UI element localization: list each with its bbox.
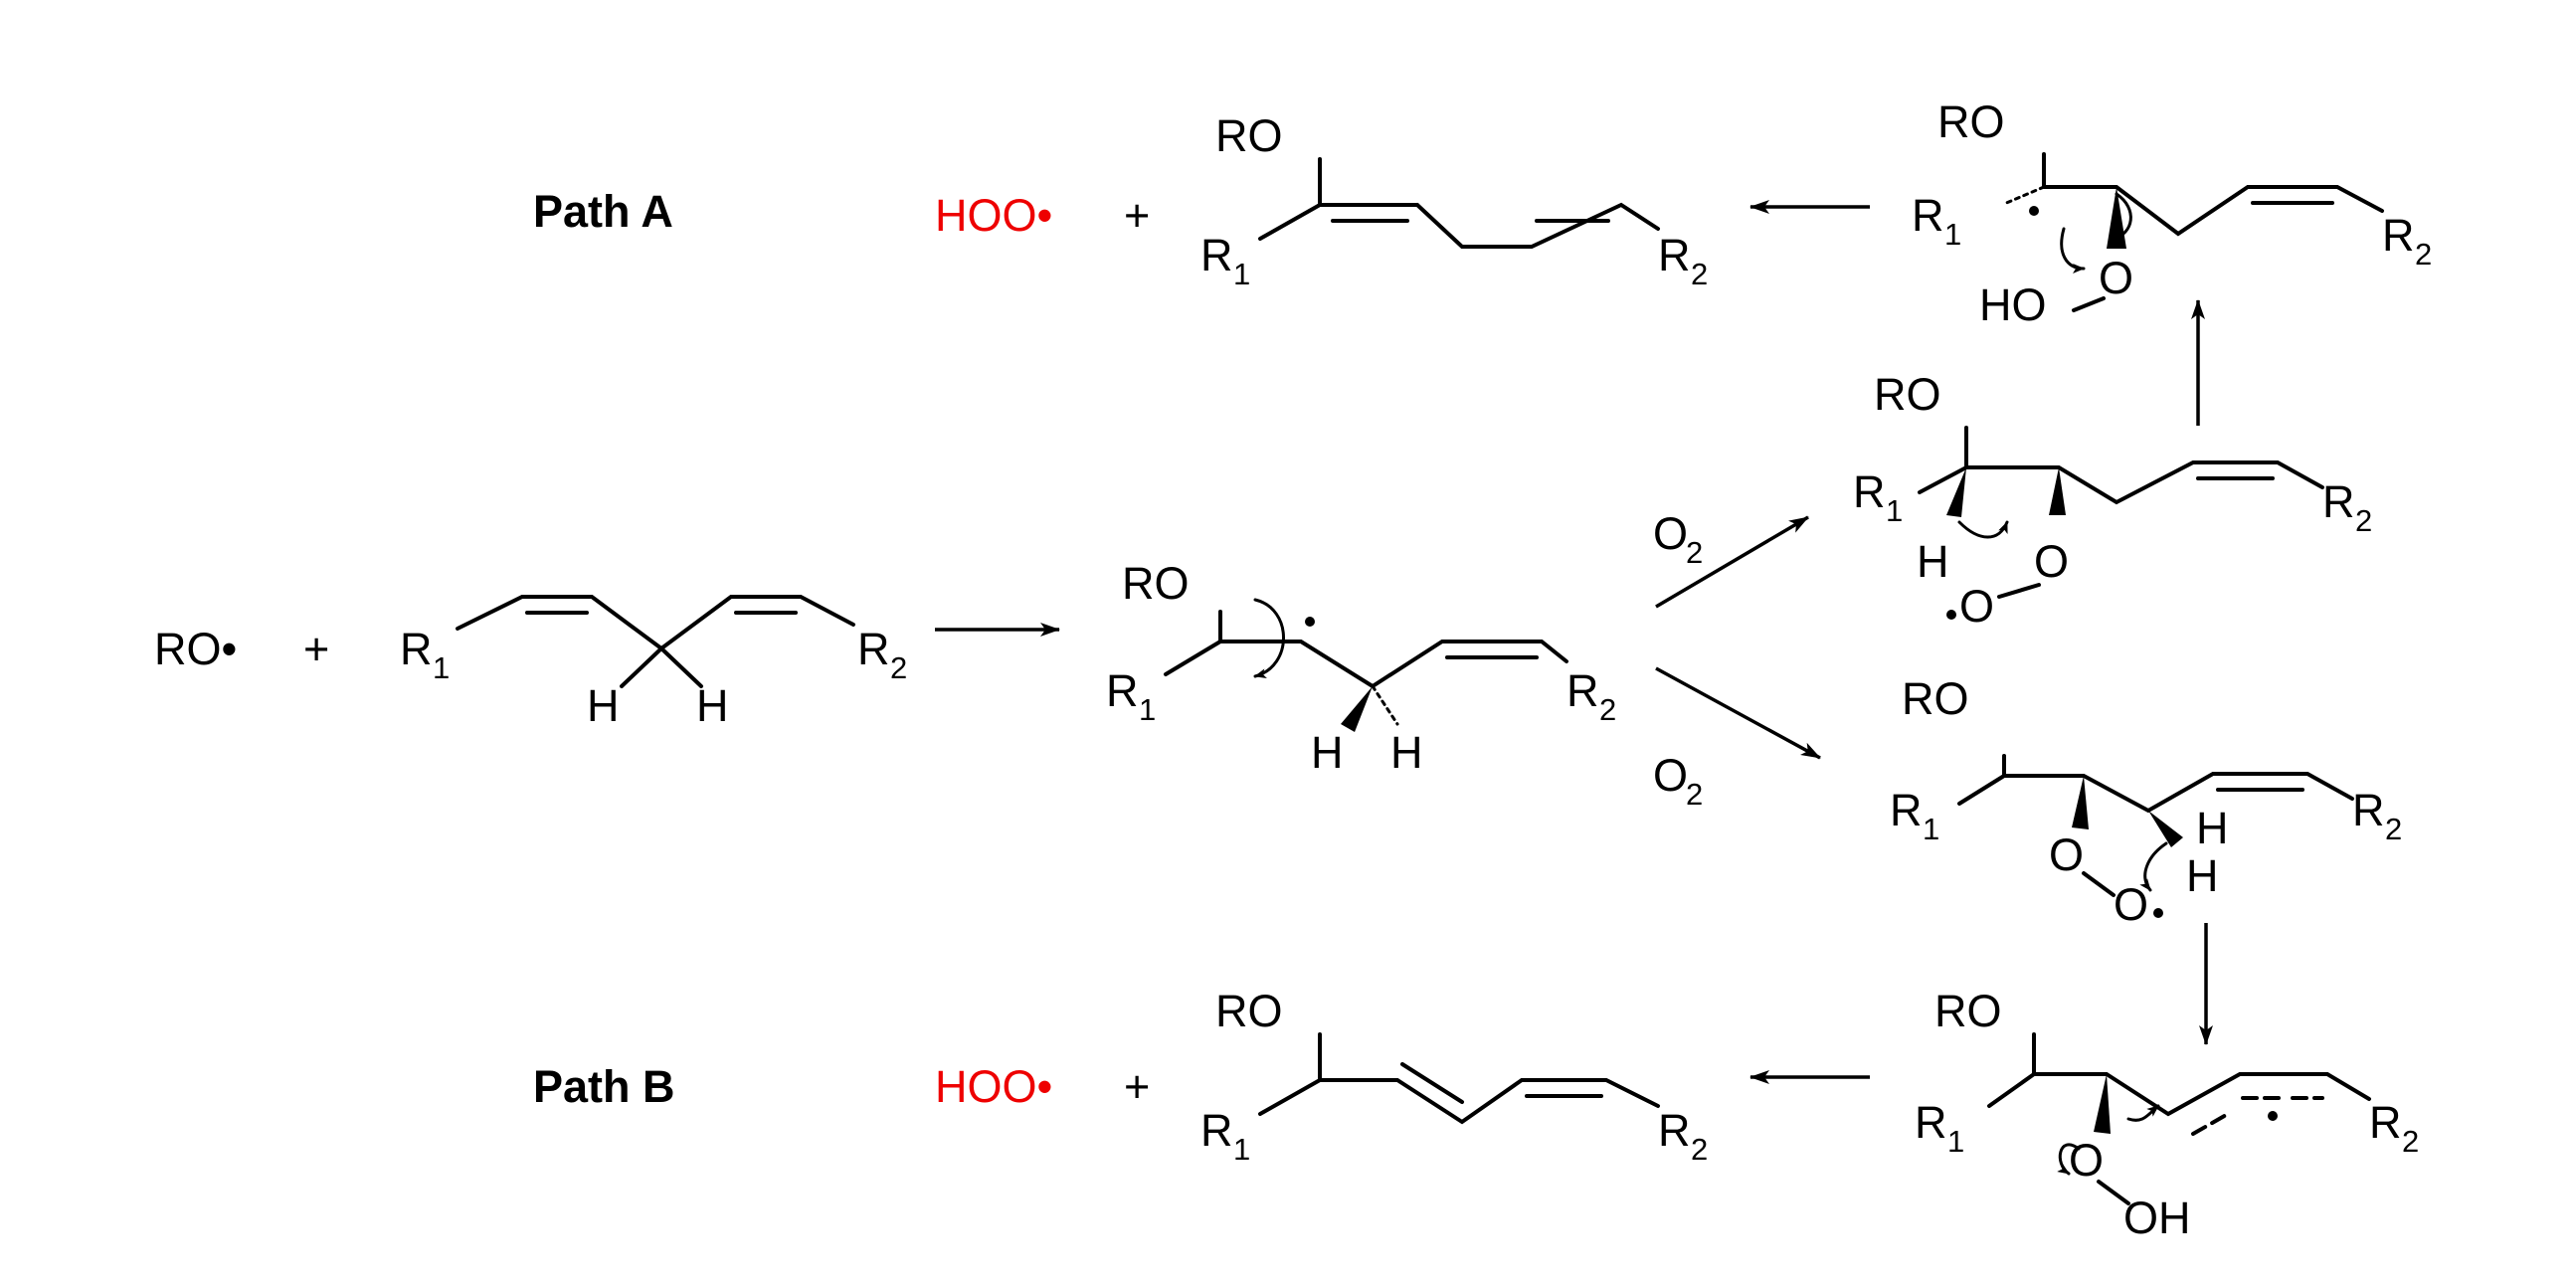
r1-label: R bbox=[400, 624, 433, 674]
o-label: O bbox=[2114, 879, 2148, 930]
r1-subscript: 1 bbox=[1139, 692, 1156, 727]
hydroperoxide-intermediate-path-b: RO R 1 R 2 O OH bbox=[1915, 986, 2419, 1243]
r2-subscript: 2 bbox=[2402, 1124, 2419, 1159]
r2-label: R bbox=[2369, 1097, 2402, 1148]
h-label: H bbox=[587, 680, 620, 731]
o2-label-upper: O 2 bbox=[1653, 508, 1703, 570]
ro-label: RO bbox=[1902, 673, 1969, 724]
h-label: H bbox=[696, 680, 729, 731]
o-label: O bbox=[2099, 253, 2133, 303]
r2-subscript: 2 bbox=[2415, 237, 2432, 272]
ro-label: RO bbox=[1937, 96, 2005, 147]
peroxyl-intermediate-path-a: RO R 1 R 2 O HO bbox=[1912, 96, 2432, 330]
plus-sign-b: + bbox=[1124, 1061, 1150, 1112]
r2-subscript: 2 bbox=[1691, 257, 1708, 291]
r1-subscript: 1 bbox=[1947, 1124, 1964, 1159]
o2-o: O bbox=[1653, 750, 1688, 801]
r2-subscript: 2 bbox=[1691, 1132, 1708, 1167]
r1-subscript: 1 bbox=[1923, 812, 1939, 846]
r1-label: R bbox=[1890, 785, 1923, 835]
ro-label: RO bbox=[1874, 369, 1941, 420]
r1-subscript: 1 bbox=[1886, 493, 1903, 528]
hoo-radical-b: HOO• bbox=[935, 1061, 1052, 1112]
r1-label: R bbox=[1853, 466, 1886, 517]
peroxyl-radical-upper: RO R 1 R 2 H O O bbox=[1853, 369, 2372, 632]
r2-label: R bbox=[857, 624, 890, 674]
o2-sub: 2 bbox=[1686, 777, 1703, 812]
r1-label: R bbox=[1200, 230, 1233, 280]
r1-label: R bbox=[1200, 1105, 1233, 1156]
ro-label: RO bbox=[1215, 986, 1283, 1036]
r2-subscript: 2 bbox=[1599, 692, 1616, 727]
starting-materials: RO• + R 1 R 2 H H bbox=[154, 595, 907, 731]
hoo-radical-a: HOO• bbox=[935, 190, 1052, 241]
o2-sub: 2 bbox=[1686, 535, 1703, 570]
h-label: H bbox=[1311, 727, 1344, 778]
r1-label: R bbox=[1915, 1097, 1947, 1148]
arrow-o2-lower bbox=[1655, 666, 1821, 760]
r1-subscript: 1 bbox=[433, 650, 450, 685]
h-label: H bbox=[2186, 850, 2219, 901]
r1-label: R bbox=[1106, 665, 1139, 716]
conjugated-diene-product-b: RO R 1 R 2 bbox=[1200, 986, 1708, 1167]
o-label: O bbox=[2069, 1135, 2104, 1186]
r1-subscript: 1 bbox=[1233, 257, 1250, 291]
path-a-label: Path A bbox=[533, 186, 673, 237]
ro-label: RO bbox=[1122, 558, 1190, 609]
o-label: O bbox=[2034, 536, 2069, 587]
carbon-radical-intermediate: RO R 1 R 2 H H bbox=[1106, 558, 1616, 778]
oh-label: OH bbox=[2123, 1192, 2191, 1243]
r2-label: R bbox=[1658, 1105, 1691, 1156]
r1-subscript: 1 bbox=[1944, 217, 1961, 252]
r2-label: R bbox=[2382, 210, 2415, 261]
ro-label: RO bbox=[1215, 110, 1283, 161]
o2-label-lower: O 2 bbox=[1653, 750, 1703, 812]
r2-subscript: 2 bbox=[890, 650, 907, 685]
path-a-products: HOO• + RO R 1 R 2 bbox=[935, 110, 1708, 291]
h-label: H bbox=[1390, 727, 1423, 778]
diene-product-a: RO R 1 R 2 bbox=[1200, 110, 1708, 291]
r2-subscript: 2 bbox=[2385, 812, 2402, 846]
h-label: H bbox=[2196, 803, 2229, 853]
o2-o: O bbox=[1653, 508, 1688, 559]
path-b-label: Path B bbox=[533, 1061, 675, 1112]
r2-subscript: 2 bbox=[2355, 503, 2372, 538]
r2-label: R bbox=[2322, 476, 2355, 527]
plus-sign-start: + bbox=[303, 624, 329, 674]
r1-label: R bbox=[1912, 190, 1944, 241]
r2-label: R bbox=[1658, 230, 1691, 280]
r2-label: R bbox=[2352, 785, 2385, 835]
skipped-diene-reactant: R 1 R 2 H H bbox=[400, 595, 907, 731]
ho-label: HO bbox=[1979, 279, 2047, 330]
ro-radical-reactant: RO• bbox=[154, 624, 237, 674]
peroxyl-radical-lower: RO R 1 R 2 H H O O bbox=[1890, 673, 2402, 930]
r2-label: R bbox=[1566, 665, 1599, 716]
plus-sign-a: + bbox=[1124, 190, 1150, 241]
ro-label: RO bbox=[1934, 986, 2002, 1036]
path-b-products: HOO• + RO R 1 R 2 bbox=[935, 986, 1708, 1167]
arrow-o2-upper bbox=[1655, 515, 1809, 609]
r1-subscript: 1 bbox=[1233, 1132, 1250, 1167]
h-label: H bbox=[1917, 536, 1949, 587]
o-label: O bbox=[2049, 829, 2084, 880]
o-label: O bbox=[1959, 581, 1994, 632]
